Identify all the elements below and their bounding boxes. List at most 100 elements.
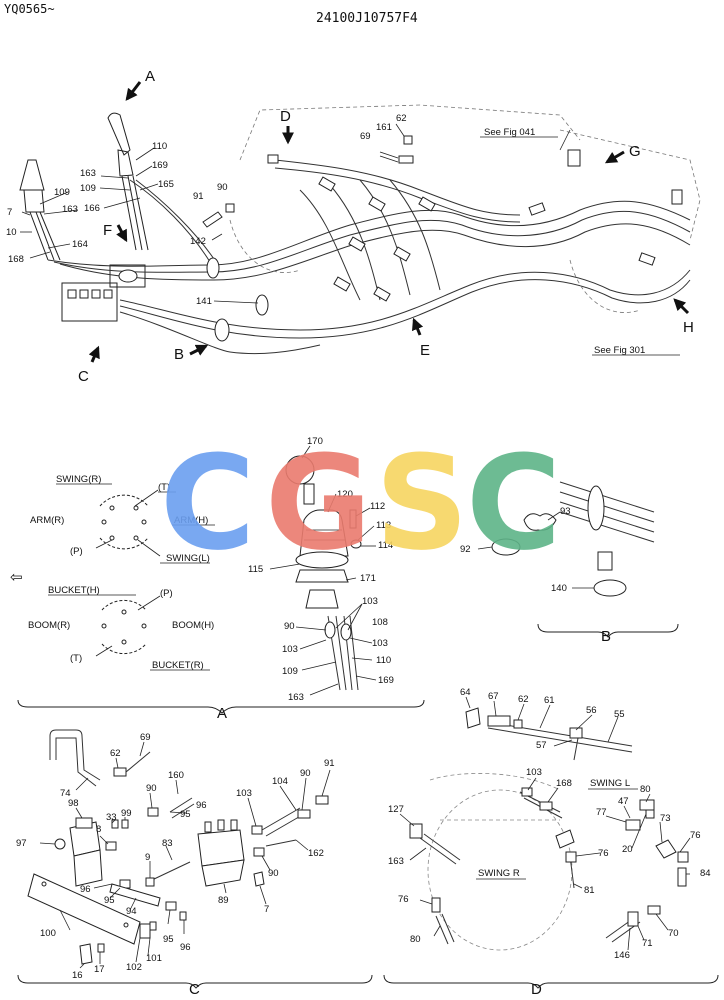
boom-h-label: BOOM(H): [172, 620, 214, 631]
bucket-h-label: BUCKET(H): [48, 585, 100, 596]
part-label: 114: [378, 540, 393, 551]
section-d: 64 67 62 61 56 55 57 103 168 127 80 47 7…: [383, 687, 719, 998]
valve-body-89: [197, 819, 245, 887]
tubes-d: [419, 721, 641, 945]
leader-lines-b: [477, 511, 594, 589]
part-label: 20: [622, 844, 633, 855]
watermark-letter-c: C: [466, 427, 561, 579]
part-label: 165: [158, 179, 174, 190]
part-label: 8: [96, 824, 101, 835]
part-label: 77: [596, 807, 607, 818]
callout-d: D: [280, 108, 291, 125]
part-label: 10: [6, 227, 17, 238]
part-label: 168: [8, 254, 24, 265]
part-label: 76: [598, 848, 609, 859]
callout-b: B: [174, 346, 184, 363]
part-label: 89: [218, 895, 229, 906]
part-label: 163: [288, 692, 304, 703]
part-label: 103: [236, 788, 252, 799]
part-label: 163: [80, 168, 96, 179]
clamp-b: [587, 485, 605, 531]
leader-lines-main: [20, 123, 680, 356]
part-label: 127: [388, 804, 404, 815]
swing-r-label: SWING R: [478, 868, 520, 879]
part-label: 57: [536, 740, 547, 751]
fittings-c: [79, 751, 329, 965]
part-label: 171: [360, 573, 376, 584]
leader-lines-d: [399, 696, 691, 951]
part-label: 90: [146, 783, 157, 794]
machine-body-outline: [229, 104, 701, 313]
part-label: 141: [196, 296, 212, 307]
watermark-letter-g: G: [265, 427, 372, 579]
part-label: 166: [84, 203, 100, 214]
callout-c: C: [78, 368, 89, 385]
hose-clamps: [118, 257, 269, 342]
part-label: 112: [370, 501, 385, 512]
part-label: 62: [110, 748, 121, 759]
watermark-letter-c: C: [160, 427, 255, 579]
part-label: 169: [378, 675, 394, 686]
part-label: 163: [62, 204, 78, 215]
part-label: 163: [388, 856, 404, 867]
part-label: 70: [668, 928, 679, 939]
part-label: 74: [60, 788, 71, 799]
part-label: 109: [282, 666, 298, 677]
part-label: 67: [488, 691, 499, 702]
right-control-lever: [107, 112, 149, 251]
ref-fig-041: See Fig 041: [484, 127, 535, 138]
part-label: 73: [660, 813, 671, 824]
section-c-bracket: [17, 974, 373, 989]
valve-body-98: [54, 817, 103, 887]
callout-h: H: [683, 319, 694, 336]
part-label: 95: [180, 809, 191, 820]
callout-arrows: [88, 81, 690, 363]
lever-pattern-left: [48, 594, 210, 671]
part-label: 98: [68, 798, 79, 809]
section-d-bracket: [383, 974, 719, 989]
part-label: 90: [284, 621, 295, 632]
part-label: 16: [72, 970, 83, 981]
part-label: 109: [54, 187, 70, 198]
section-a: SWING(R) (T) ARM(R) ARM(H) (P) SWING(L) …: [10, 436, 425, 722]
part-label: 80: [640, 784, 651, 795]
part-label: 109: [80, 183, 96, 194]
part-label: 84: [700, 868, 711, 879]
callout-e: E: [420, 342, 430, 359]
part-label: 101: [146, 953, 162, 964]
callout-a: A: [145, 68, 155, 85]
section-b-bracket: [537, 623, 679, 638]
part-label: 96: [80, 884, 91, 895]
part-label: 140: [551, 583, 567, 594]
part-label: 169: [152, 160, 168, 171]
callout-f: F: [103, 222, 112, 239]
model-code: YQ0565~: [4, 2, 55, 16]
part-label: 162: [308, 848, 324, 859]
lever-pattern-right: [56, 483, 215, 564]
section-c: 74 62 69 98 160 99 33 90 95 96 97 8 9 83…: [16, 729, 373, 998]
arm-r-label: ARM(R): [30, 515, 64, 526]
section-b-title: B: [601, 628, 611, 645]
part-label: 142: [190, 236, 206, 247]
part-label: 90: [268, 868, 279, 879]
part-label: 146: [614, 950, 630, 961]
direction-arrow: ⇦: [10, 569, 23, 586]
part-label: 96: [180, 942, 191, 953]
part-label: 76: [398, 894, 409, 905]
part-label: 103: [372, 638, 388, 649]
mounting-plate-100: [27, 873, 141, 945]
block-140: [597, 551, 613, 571]
swing-l-label: SWING(L): [166, 553, 210, 564]
part-label: 120: [337, 489, 353, 500]
part-label: 110: [152, 141, 167, 152]
boom-r-label: BOOM(R): [28, 620, 70, 631]
part-label: 56: [586, 705, 597, 716]
pilot-hose-bundle: [47, 159, 691, 355]
part-label: 103: [362, 596, 378, 607]
part-label: 104: [272, 776, 288, 787]
clamp-140: [593, 579, 627, 597]
pilot-valve-block: [61, 264, 146, 322]
part-label: 83: [162, 838, 173, 849]
swing-motor-outline: [427, 773, 573, 951]
valve-fittings: [267, 149, 683, 302]
